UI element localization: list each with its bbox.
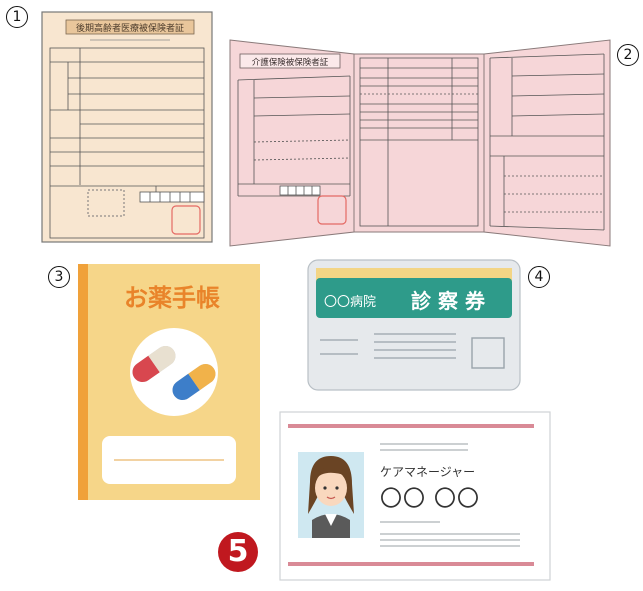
capsule-icon [132,345,176,383]
clinic-card: 〇〇病院 診 察 券 [307,259,521,391]
marker-5: 5 [218,532,258,572]
care-card-title: 介護保険被保険者証 [252,57,329,68]
marker-4: 4 [528,266,550,288]
capsule-icon-2 [172,363,216,401]
care-insurance-card: 介護保険被保険者証 [229,39,611,247]
care-manager-role: ケアマネージャー [380,465,475,479]
clinic-card-hospital: 〇〇病院 [324,295,376,310]
elderly-insurance-card: 後期高齢者医療被保険者証 [41,11,213,243]
clinic-card-title: 診 察 券 [411,289,486,313]
marker-3: 3 [48,266,70,288]
elderly-card-title: 後期高齢者医療被保険者証 [76,22,184,34]
person-portrait-icon [298,452,364,538]
care-manager-name: 〇〇 〇〇 [380,487,480,512]
clinic-card-stamp-box [471,337,505,369]
elderly-card-photo-box [87,189,125,217]
care-manager-card: ケアマネージャー 〇〇 〇〇 [279,411,551,581]
medicine-notebook: お薬手帳 [78,264,260,500]
care-card-seal [317,195,347,225]
marker-2: 2 [617,44,639,66]
marker-1: 1 [6,6,28,28]
medicine-notebook-circle [130,328,218,416]
elderly-card-seal [171,205,201,235]
medicine-notebook-title: お薬手帳 [124,284,220,312]
